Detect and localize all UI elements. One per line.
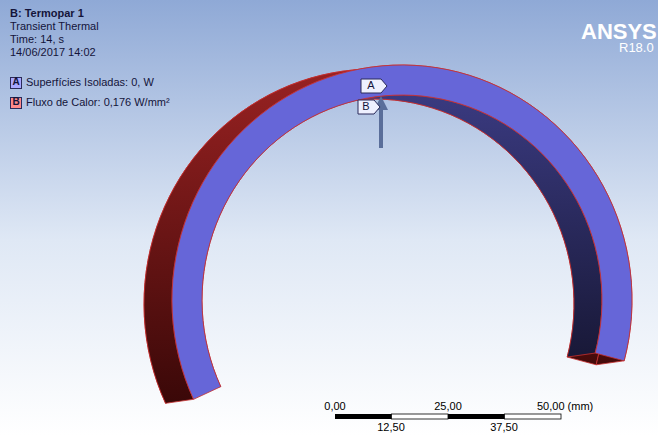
legend-text: Superfícies Isoladas: 0, W	[26, 76, 154, 89]
callout-tag	[358, 100, 380, 114]
scale-value: 37,50	[490, 421, 518, 434]
outer-side-face	[144, 65, 632, 403]
scale-value: 25,00	[434, 400, 462, 413]
analysis-type: Transient Thermal	[10, 20, 99, 33]
date-stamp: 14/06/2017 14:02	[10, 46, 96, 59]
scale-value: 0,00	[324, 400, 345, 413]
callout-letter: A	[367, 79, 374, 92]
legend-letter: A	[12, 76, 19, 88]
arch-model	[144, 65, 632, 403]
analysis-title: B: Termopar 1	[10, 7, 84, 20]
callout-letter: B	[362, 100, 369, 113]
front-face	[172, 65, 632, 399]
legend-letter: B	[12, 96, 19, 108]
legend-text: Fluxo de Calor: 0,176 W/mm²	[26, 96, 170, 109]
version: R18.0	[619, 41, 654, 56]
scale-value: 50,00 (mm)	[537, 400, 593, 413]
time-stamp: Time: 14, s	[10, 33, 64, 46]
callout-tag	[361, 79, 387, 93]
scale-value: 12,50	[377, 421, 405, 434]
scale-bar	[335, 414, 561, 419]
